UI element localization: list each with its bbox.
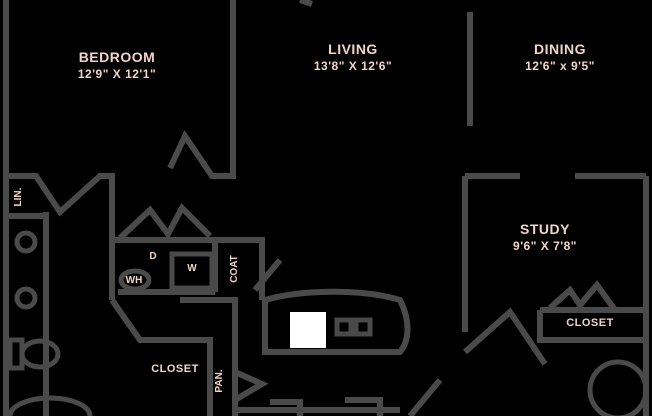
room-bedroom-name: BEDROOM — [78, 49, 156, 65]
room-living-dims: 13'8" X 12'6" — [313, 59, 393, 73]
room-living: LIVING 13'8" X 12'6" — [293, 42, 413, 72]
room-bedroom-dims: 12'9" X 12'1" — [77, 67, 157, 81]
sink-upper — [14, 230, 38, 254]
study-tub-shape — [587, 359, 649, 416]
cooktop — [290, 312, 326, 348]
cabinet-bottom — [270, 397, 383, 416]
kitchen-island — [262, 288, 411, 355]
room-dining-name: DINING — [534, 41, 586, 57]
wall-bedroom-right — [167, 0, 236, 179]
kitchen-sink-left — [334, 317, 354, 337]
room-bedroom: BEDROOM 12'9" X 12'1" — [62, 50, 172, 80]
study-door-swing — [463, 307, 548, 366]
wall-study-closet — [537, 307, 646, 343]
wall-living-top — [299, 0, 313, 7]
tag-pantry: PAN. — [214, 369, 225, 393]
wall-linen — [3, 176, 46, 219]
sink-lower — [14, 286, 38, 310]
study-closet-doors — [547, 280, 618, 312]
wall-hall — [109, 297, 238, 416]
room-study-dims: 9'6" X 7'8" — [513, 239, 577, 253]
tag-washer: W — [187, 263, 197, 274]
room-study-name: STUDY — [520, 221, 570, 237]
laundry-doors — [117, 203, 213, 241]
toilet-bowl — [19, 338, 61, 370]
pantry-door — [233, 369, 269, 403]
room-study: STUDY 9'6" X 7'8" — [505, 222, 585, 252]
room-dining: DINING 12'6" x 9'5" — [505, 42, 615, 72]
entry-door — [407, 378, 443, 416]
room-living-name: LIVING — [328, 41, 378, 57]
tag-linen: LIN. — [13, 187, 24, 207]
tag-coat: COAT — [229, 255, 240, 283]
tag-closet-hall: CLOSET — [151, 363, 199, 375]
tag-closet-study: CLOSET — [566, 317, 614, 329]
tag-wh: WH — [125, 275, 143, 286]
wall-bedroom-bottom — [6, 173, 115, 300]
coat-door-swing — [252, 258, 283, 292]
bathtub — [7, 395, 93, 416]
tag-dryer: D — [149, 251, 157, 262]
kitchen-sink-right — [353, 317, 373, 337]
room-dining-dims: 12'6" x 9'5" — [525, 59, 595, 73]
dryer-circle — [118, 268, 152, 292]
washer-box — [169, 251, 215, 291]
